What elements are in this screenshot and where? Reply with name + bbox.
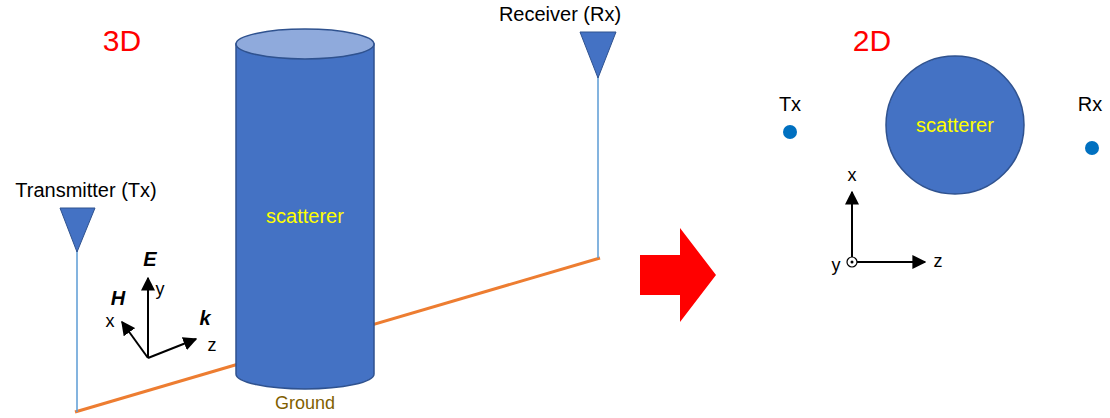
field-label: k <box>199 307 210 329</box>
axis-arrow <box>147 278 149 358</box>
cylinder-body <box>236 44 374 389</box>
point-label: Rx <box>1078 93 1102 115</box>
axis-label: z <box>934 252 943 272</box>
cylinder-scatterer: scatterer <box>235 28 375 390</box>
transform-arrow <box>640 228 716 322</box>
axis-label: y <box>832 256 841 276</box>
tx-point <box>783 125 797 139</box>
node-label: scatterer <box>916 114 994 137</box>
axis-label: z <box>208 336 217 356</box>
axis-label: y <box>156 280 165 300</box>
antenna-label: Receiver (Rx) <box>499 3 621 25</box>
antenna-symbol <box>580 32 616 78</box>
axis-arrow <box>122 322 148 358</box>
rx-point <box>1085 141 1099 155</box>
axis-label: x <box>848 166 857 186</box>
axis-arrow <box>857 261 925 263</box>
axis-arrow <box>148 339 196 358</box>
node-label: scatterer <box>266 205 344 228</box>
out-of-page-symbol <box>847 257 857 267</box>
field-label: H <box>111 287 125 309</box>
antenna-label: Transmitter (Tx) <box>15 179 156 201</box>
view-title: 2D <box>853 24 891 57</box>
antenna-pole <box>76 250 78 412</box>
antenna-symbol <box>60 208 95 252</box>
antenna-pole <box>597 76 599 258</box>
axis-arrow <box>851 192 853 257</box>
circle-scatterer: scatterer <box>885 55 1025 195</box>
point-label: Tx <box>779 93 801 115</box>
view-title: 3D <box>103 24 141 57</box>
out-of-page-symbol <box>851 261 854 264</box>
circle-outline <box>886 56 1024 194</box>
ground-label: Ground <box>275 394 335 414</box>
axis-label: x <box>106 312 115 332</box>
cylinder-top <box>236 29 374 59</box>
field-label: E <box>143 248 156 270</box>
